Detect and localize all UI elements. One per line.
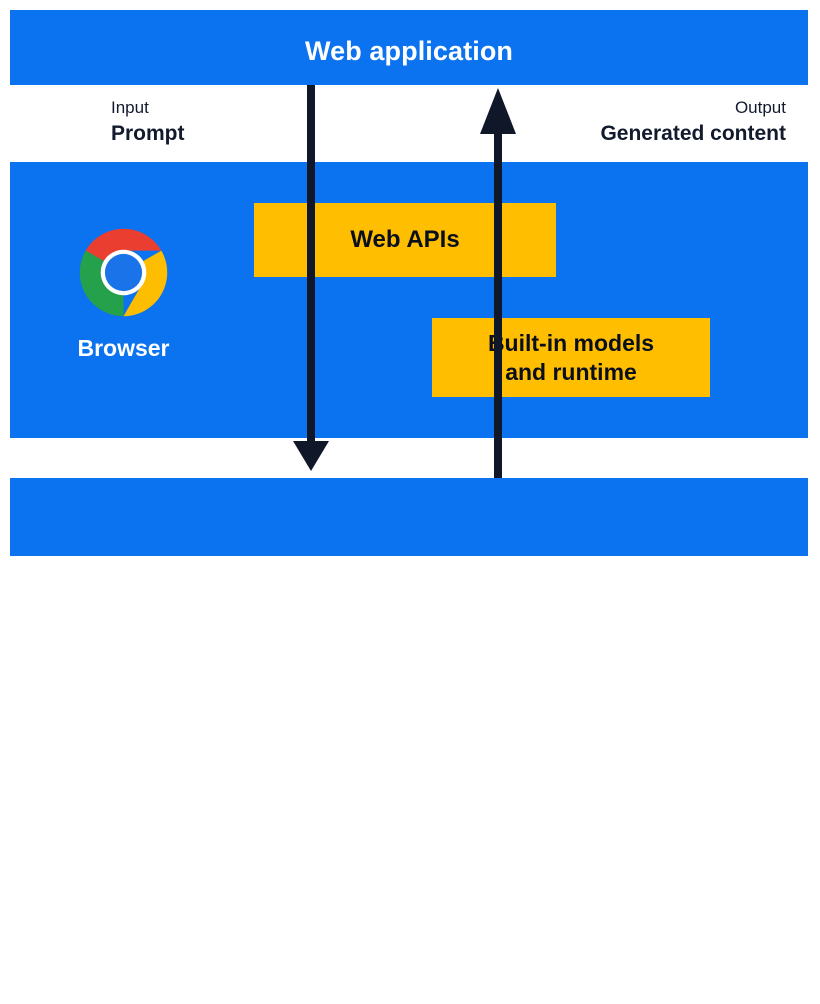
- browser-label: Browser: [77, 335, 170, 361]
- box-web-apis: Web APIs: [254, 203, 556, 277]
- layer-local-hardware: Local hardware (CPU / GPU / NPU): [10, 478, 808, 1003]
- browser-group: Browser: [46, 226, 201, 362]
- layer-local-hardware-label: Local hardware (CPU / GPU / NPU): [203, 975, 615, 1003]
- input-flow-kicker: Input: [111, 98, 149, 117]
- output-flow-value: Generated content: [600, 121, 786, 145]
- input-flow-value: Prompt: [111, 121, 185, 145]
- box-builtin-models-label: Built-in models and runtime: [487, 330, 655, 385]
- input-flow-label: Input Prompt: [111, 98, 185, 146]
- output-flow-label: Output Generated content: [600, 98, 786, 146]
- chrome-logo-icon: [79, 228, 168, 317]
- layer-web-application-label: Web application: [304, 36, 514, 66]
- diagram-canvas: Web application Local hardware (CPU / GP…: [10, 10, 808, 1003]
- box-builtin-models: Built-in models and runtime: [432, 318, 710, 397]
- box-web-apis-label: Web APIs: [350, 226, 460, 254]
- output-flow-kicker: Output: [734, 98, 786, 117]
- layer-web-application: Web application: [10, 10, 808, 85]
